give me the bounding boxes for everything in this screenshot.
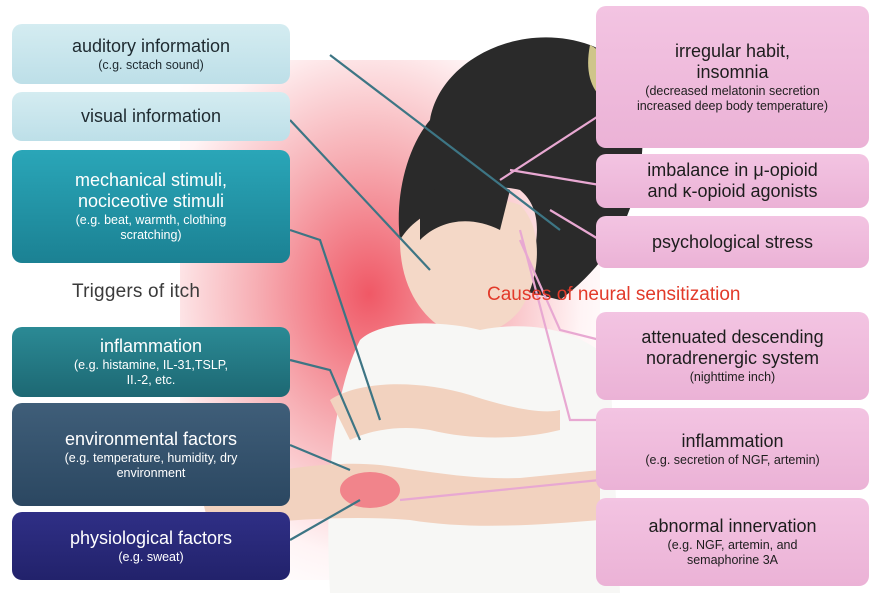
cause-box-stress: psychological stress bbox=[596, 216, 869, 268]
line-environmental bbox=[290, 445, 350, 470]
cause-title: inflammation bbox=[681, 431, 783, 452]
trigger-box-visual: visual information bbox=[12, 92, 290, 141]
trigger-box-physiological: physiological factors (e.g. sweat) bbox=[12, 512, 290, 580]
line-mechanical bbox=[290, 230, 380, 420]
cause-title: imbalance in μ-opioid and κ-opioid agoni… bbox=[647, 160, 817, 202]
trigger-box-environmental: environmental factors (e.g. temperature,… bbox=[12, 403, 290, 506]
line-visual bbox=[290, 120, 430, 270]
cause-title: psychological stress bbox=[652, 232, 813, 253]
line-auditory bbox=[330, 55, 560, 230]
cause-subtitle: (decreased melatonin secretion increased… bbox=[637, 84, 828, 114]
trigger-title: visual information bbox=[81, 106, 221, 127]
cause-box-irregular-habit: irregular habit, insomnia (decreased mel… bbox=[596, 6, 869, 148]
causes-heading: Causes of neural sensitization bbox=[487, 284, 740, 306]
cause-box-opioid: imbalance in μ-opioid and κ-opioid agoni… bbox=[596, 154, 869, 208]
line-inflammation-left bbox=[290, 360, 360, 440]
line-stress bbox=[550, 210, 600, 240]
line-physiological bbox=[290, 500, 360, 540]
cause-title: abnormal innervation bbox=[648, 516, 816, 537]
cause-box-innervation: abnormal innervation (e.g. NGF, artemin,… bbox=[596, 498, 869, 586]
trigger-title: mechanical stimuli, nociceotive stimuli bbox=[75, 170, 227, 212]
cause-title: attenuated descending noradrenergic syst… bbox=[641, 327, 823, 369]
trigger-subtitle: (e.g. beat, warmth, clothing scratching) bbox=[76, 213, 227, 243]
cause-subtitle: (e.g. secretion of NGF, artemin) bbox=[645, 453, 819, 468]
trigger-box-inflammation: inflammation (e.g. histamine, IL-31,TSLP… bbox=[12, 327, 290, 397]
trigger-title: inflammation bbox=[100, 336, 202, 357]
cause-box-noradrenergic: attenuated descending noradrenergic syst… bbox=[596, 312, 869, 400]
trigger-title: environmental factors bbox=[65, 429, 237, 450]
cause-title: irregular habit, insomnia bbox=[675, 41, 790, 83]
trigger-subtitle: (e.g. temperature, humidity, dry environ… bbox=[65, 451, 238, 481]
line-innervation bbox=[400, 480, 600, 500]
trigger-subtitle: (e.g. sweat) bbox=[118, 550, 183, 565]
cause-subtitle: (nighttime inch) bbox=[690, 370, 775, 385]
trigger-subtitle: (c.g. sctach sound) bbox=[98, 58, 204, 73]
triggers-heading: Triggers of itch bbox=[72, 281, 200, 303]
line-inflammation-right bbox=[520, 230, 600, 420]
trigger-title: auditory information bbox=[72, 36, 230, 57]
cause-subtitle: (e.g. NGF, artemin, and semaphorine 3A bbox=[668, 538, 798, 568]
line-opioid bbox=[510, 170, 600, 185]
trigger-subtitle: (e.g. histamine, IL-31,TSLP, II.-2, etc. bbox=[74, 358, 228, 388]
cause-box-inflammation: inflammation (e.g. secretion of NGF, art… bbox=[596, 408, 869, 490]
trigger-box-mechanical: mechanical stimuli, nociceotive stimuli … bbox=[12, 150, 290, 263]
trigger-box-auditory: auditory information (c.g. sctach sound) bbox=[12, 24, 290, 84]
trigger-title: physiological factors bbox=[70, 528, 232, 549]
